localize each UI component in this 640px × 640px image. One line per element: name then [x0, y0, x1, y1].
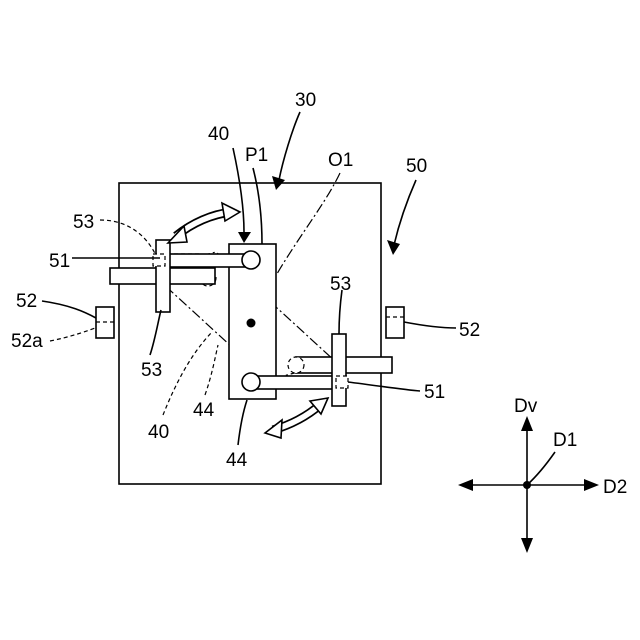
- label-D2: D2: [603, 477, 627, 498]
- direction-axes: [458, 416, 599, 553]
- rotation-arrow-bottom: [265, 398, 328, 438]
- label-O1: O1: [328, 150, 353, 171]
- label-53-top-left: 53: [73, 212, 94, 233]
- upper-arm-51: [165, 254, 251, 267]
- leader-D1: [527, 452, 555, 485]
- arrow-down-icon: [521, 538, 533, 553]
- label-53-bottom-left: 53: [141, 360, 162, 381]
- sensor-52-right: [386, 307, 404, 338]
- label-44-left: 44: [193, 400, 215, 421]
- left-bracket-53-dashed-cap: [153, 254, 165, 266]
- label-52-left: 52: [16, 291, 37, 312]
- label-30: 30: [295, 90, 316, 111]
- label-50: 50: [406, 156, 427, 177]
- leader-53-top-left: [100, 220, 158, 260]
- leader-53-right: [339, 290, 342, 334]
- right-bracket-53: [332, 334, 346, 406]
- lower-arm-51: [251, 376, 337, 389]
- leader-50-head: [387, 240, 400, 255]
- leader-52-left: [42, 301, 96, 318]
- leader-30: [279, 112, 300, 180]
- label-40-top: 40: [208, 124, 229, 145]
- leader-44-bottom: [238, 400, 247, 445]
- leader-53-bottom-left: [150, 310, 161, 355]
- hidden-pivot-right: [288, 357, 304, 373]
- leader-52-right: [404, 322, 456, 328]
- arrow-right-icon: [584, 479, 599, 491]
- leader-51-right: [348, 382, 420, 391]
- leader-50: [394, 180, 416, 245]
- label-52a: 52a: [11, 331, 43, 352]
- leader-52a: [50, 325, 103, 341]
- right-bracket-53-dashed-cap: [336, 376, 348, 388]
- arrow-left-icon: [458, 479, 473, 491]
- leader-P1: [253, 168, 262, 244]
- leader-40-top-head: [238, 232, 251, 243]
- left-bracket-53: [156, 240, 170, 312]
- label-44-bottom: 44: [226, 450, 248, 471]
- label-D1: D1: [553, 430, 577, 451]
- label-53-right: 53: [330, 274, 351, 295]
- label-P1: P1: [245, 145, 268, 166]
- upper-pivot: [242, 251, 260, 269]
- label-51-right: 51: [424, 382, 445, 403]
- lower-pivot: [242, 373, 260, 391]
- label-40-bottom: 40: [148, 422, 169, 443]
- center-dot[interactable]: [247, 319, 256, 328]
- label-Dv: Dv: [514, 396, 538, 417]
- label-51-left: 51: [49, 251, 70, 272]
- label-52-right: 52: [459, 320, 480, 341]
- rotation-arrow-top: [168, 203, 240, 243]
- arrow-up-icon: [521, 416, 533, 431]
- leader-44-left: [205, 345, 218, 395]
- leader-40-top: [233, 148, 244, 232]
